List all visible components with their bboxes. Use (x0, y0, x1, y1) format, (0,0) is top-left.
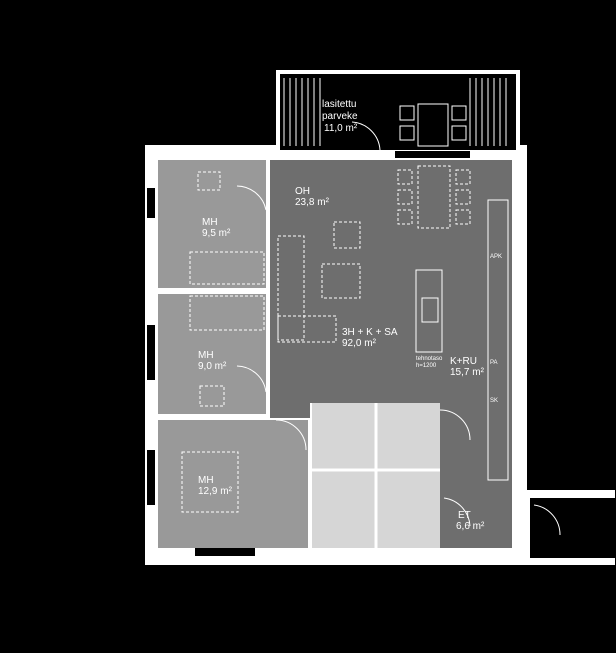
door-swing (275, 419, 307, 451)
coffee-table (321, 263, 361, 299)
door-swing (533, 504, 561, 536)
window (147, 188, 155, 218)
room-mh1-name: MH (202, 217, 218, 228)
dining-table (417, 165, 451, 229)
door-swing (439, 409, 471, 441)
bedroom-2-floor (158, 294, 266, 414)
sofa (277, 315, 337, 343)
room-mh1-area: 9,5 m² (202, 228, 231, 239)
apartment-type: 3H + K + SA (342, 327, 398, 338)
wardrobe (197, 171, 221, 191)
bench-label-2: h=1200 (416, 363, 437, 369)
dining-chair (455, 209, 471, 225)
dining-chair (455, 169, 471, 185)
wardrobe (199, 385, 225, 407)
apk-label: APK (490, 254, 502, 260)
armchair (333, 221, 361, 249)
room-et-name: ET (458, 510, 471, 521)
balcony-table (417, 103, 449, 147)
window (395, 151, 470, 158)
room-kru-area: 15,7 m² (450, 367, 485, 378)
door-swing (351, 121, 381, 151)
sofa (277, 235, 305, 341)
balcony-chair (399, 105, 415, 121)
balcony (276, 70, 520, 154)
door-swing (236, 365, 267, 393)
bedroom-3-floor (158, 420, 308, 548)
kitchen-counter (487, 199, 509, 481)
dining-chair (397, 209, 413, 225)
balcony-area: 11,0 m² (324, 123, 358, 134)
room-mh2-area: 9,0 m² (198, 361, 227, 372)
dining-chair (397, 189, 413, 205)
bed (189, 295, 265, 331)
room-mh3-area: 12,9 m² (198, 486, 233, 497)
balcony-hatch (283, 78, 507, 146)
window (147, 450, 155, 505)
door-swing (443, 497, 471, 527)
bedroom-1-floor (158, 160, 266, 288)
bench-label-1: tehnotaso (416, 356, 443, 362)
room-oh-name: OH (295, 186, 310, 197)
room-mh3-name: MH (198, 475, 214, 486)
apartment-area: 92,0 m² (342, 338, 377, 349)
balcony-chair (451, 125, 467, 141)
pa-label: PA (490, 360, 498, 366)
door-swing (236, 185, 267, 211)
balcony-label-1: lasitettu (322, 99, 356, 110)
room-mh2-name: MH (198, 350, 214, 361)
room-oh-area: 23,8 m² (295, 197, 330, 208)
sk-label: SK (490, 398, 498, 404)
bed (181, 451, 239, 513)
window (147, 325, 155, 380)
dining-chair (397, 169, 413, 185)
window (195, 548, 255, 556)
balcony-label-2: parveke (322, 111, 358, 122)
room-kru-name: K+RU (450, 356, 477, 367)
dining-chair (455, 189, 471, 205)
balcony-chair (451, 105, 467, 121)
bed (189, 251, 265, 285)
stove (421, 297, 439, 323)
kitchen-island (415, 269, 443, 353)
room-et-area: 6,6 m² (456, 521, 485, 532)
living-room-floor (270, 160, 512, 548)
balcony-chair (399, 125, 415, 141)
